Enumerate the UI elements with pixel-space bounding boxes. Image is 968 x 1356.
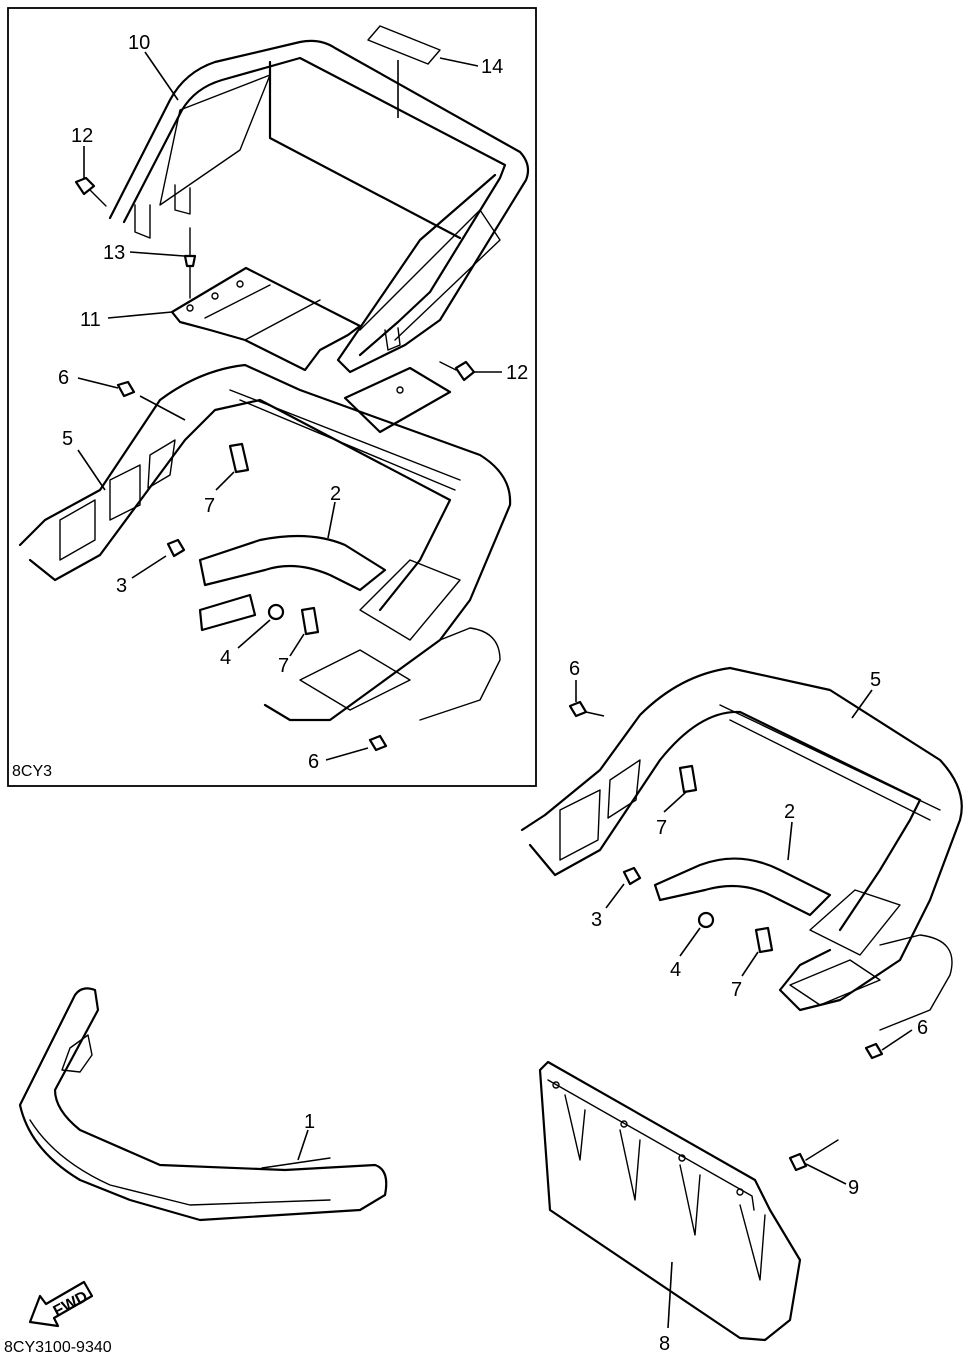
- callout-5-main: 5: [870, 669, 881, 691]
- callout-4-inset: 4: [220, 647, 231, 669]
- callout-7-main-b: 7: [731, 979, 742, 1001]
- callout-6-main-bottom: 6: [917, 1017, 928, 1039]
- part-2-bracket-inset: [198, 534, 387, 632]
- callout-7-inset-a: 7: [204, 495, 215, 517]
- part-9-rivet: [788, 1139, 839, 1172]
- part-6-bolt-inset-top: [116, 380, 136, 398]
- inset-frame: [7, 7, 537, 787]
- part-6-bolt-main-bottom: [864, 1042, 884, 1060]
- part-3-bolt-inset: [166, 538, 186, 558]
- callout-12-left: 12: [71, 125, 93, 147]
- part-7-clip-main-b: [754, 926, 774, 954]
- part-6-bolt-inset-bottom: [368, 734, 388, 752]
- fwd-arrow-icon: FWD: [28, 1280, 94, 1328]
- callout-11: 11: [80, 309, 101, 331]
- part-12-bolt-left: [74, 176, 107, 207]
- callout-8: 8: [659, 1333, 670, 1355]
- callout-5-inset: 5: [62, 428, 73, 450]
- callout-3-inset: 3: [116, 575, 127, 597]
- callout-14: 14: [481, 56, 503, 78]
- part-14-label: [367, 25, 441, 65]
- callout-1: 1: [304, 1111, 315, 1133]
- part-7-clip-inset-b: [300, 606, 320, 636]
- callout-6-inset-bottom: 6: [308, 751, 319, 773]
- callout-6-main-top: 6: [569, 658, 580, 680]
- part-1-front-bumper: [18, 987, 388, 1222]
- callout-9: 9: [848, 1177, 859, 1199]
- part-7-clip-inset-a: [228, 442, 250, 474]
- callouts: 10 14 12 13 11 12 6 5 7 2 3 4 7 6 8CY3 6…: [4, 32, 928, 1356]
- callout-7-main-a: 7: [656, 817, 667, 839]
- part-2-bracket-main: [653, 857, 832, 917]
- part-7-clip-main-a: [678, 764, 698, 794]
- part-4-nut-main: [697, 911, 715, 929]
- callout-10: 10: [128, 32, 150, 54]
- inset-code: 8CY3: [12, 763, 52, 780]
- part-11-mounting-plate: [170, 266, 452, 434]
- callout-12-right: 12: [506, 362, 528, 384]
- leader-lines: [77, 51, 913, 1329]
- part-5-rack-frame-main: [520, 666, 963, 1031]
- part-6-bolt-main-top: [568, 700, 588, 718]
- callout-6-inset-top: 6: [58, 367, 69, 389]
- callout-2-main: 2: [784, 801, 795, 823]
- callout-4-main: 4: [670, 959, 681, 981]
- callout-7-inset-b: 7: [278, 655, 289, 677]
- part-13-rivet: [183, 227, 197, 299]
- callout-3-main: 3: [591, 909, 602, 931]
- part-5-rack-frame-inset: [18, 363, 512, 722]
- part-8-guard-plate: [538, 1060, 802, 1342]
- part-3-bolt-main: [622, 866, 642, 886]
- part-4-nut-inset: [267, 603, 285, 621]
- part-10-cargo-basket: [108, 39, 530, 374]
- callout-2-inset: 2: [330, 483, 341, 505]
- callout-13: 13: [103, 242, 125, 264]
- part-12-bolt-right: [439, 360, 476, 382]
- diagram-code: 8CY3100-9340: [4, 1339, 112, 1356]
